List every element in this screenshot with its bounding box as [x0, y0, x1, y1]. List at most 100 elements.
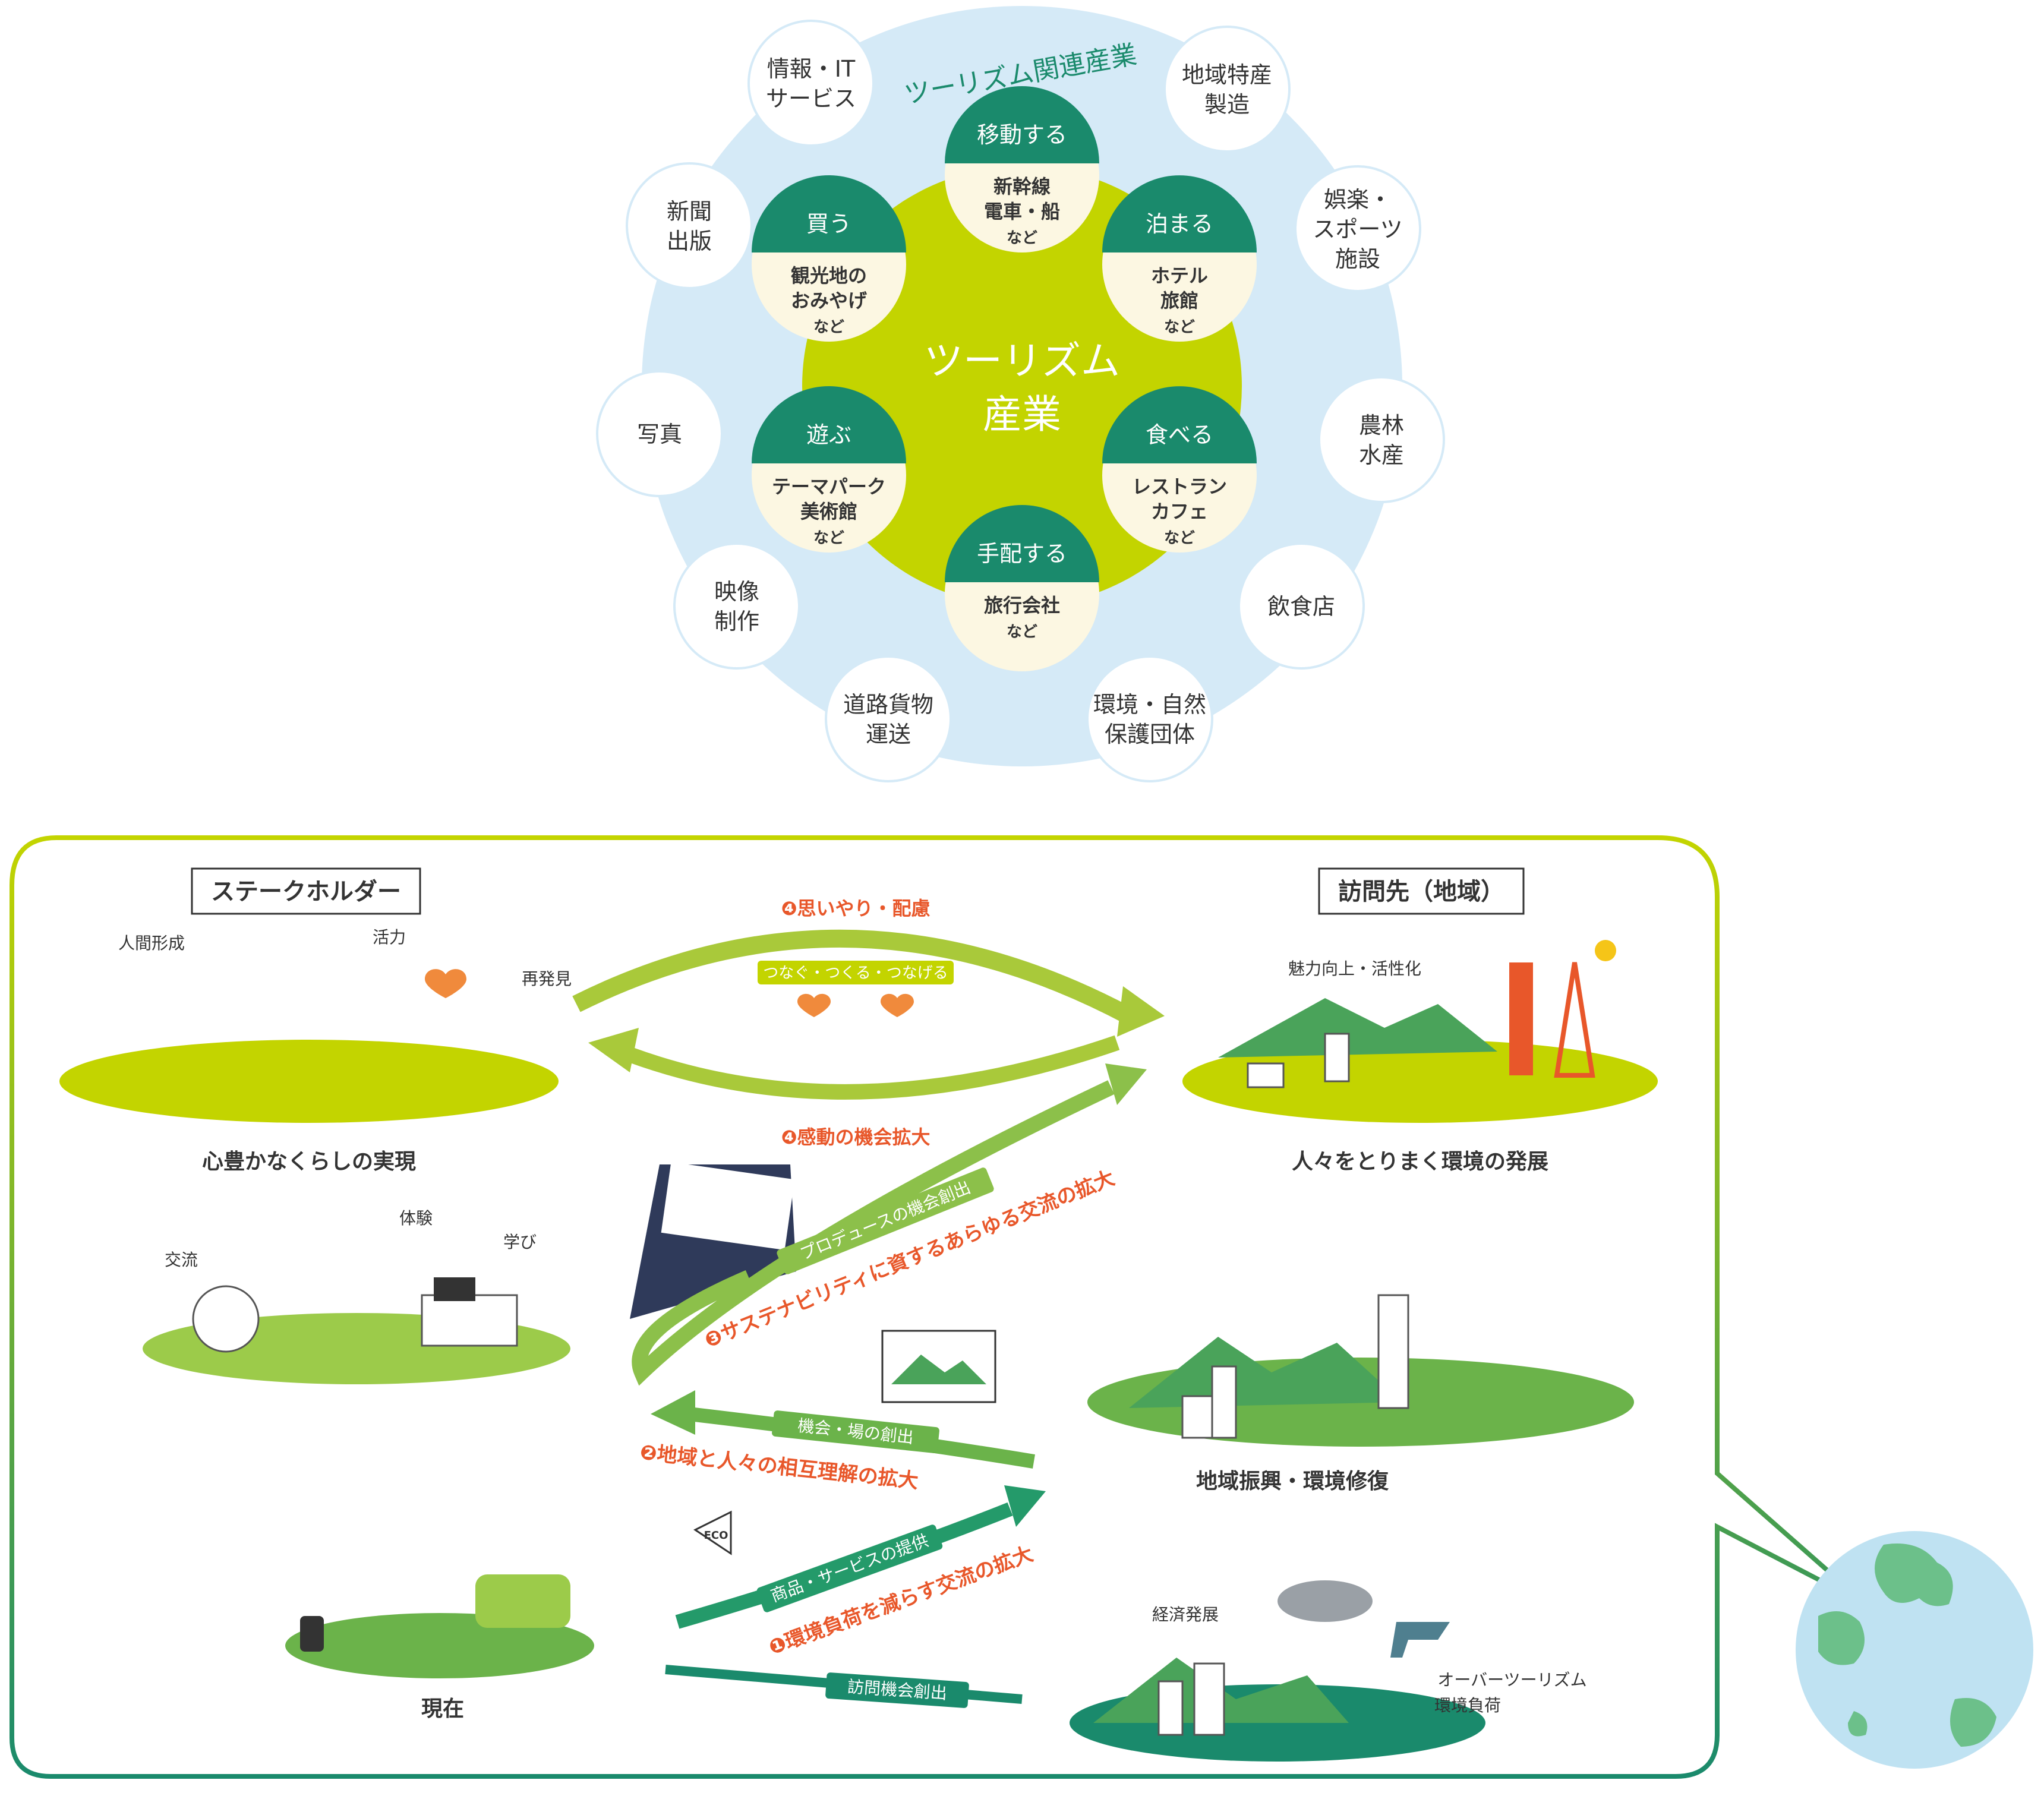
category-line: テーマパーク — [772, 475, 886, 498]
related-industry-label: 地域特産 — [1182, 62, 1272, 88]
ground-present — [285, 1613, 594, 1678]
related-industry-label: 新聞 — [667, 198, 712, 225]
experience-scenery — [192, 1277, 518, 1353]
related-industry-label: 娯楽・ — [1324, 187, 1392, 213]
megaphone-icon: ECO — [693, 1510, 732, 1555]
destination-title-box — [1318, 867, 1525, 915]
category-line: など — [1164, 529, 1195, 547]
label-manabi: 学び — [503, 1232, 537, 1252]
label-consideration: ❹思いやり・配慮 — [781, 897, 930, 920]
related-industry-label: 制作 — [714, 608, 759, 635]
label-saihakken: 再発見 — [522, 969, 572, 989]
arrow-sustainability[interactable] — [632, 1063, 1147, 1386]
present-scenery — [300, 1574, 570, 1652]
related-industry-label: 保護団体 — [1105, 721, 1195, 747]
label-miryoku: 魅力向上・活性化 — [1288, 959, 1421, 979]
ground-destination — [1182, 1040, 1658, 1123]
category-line: など — [1164, 318, 1195, 336]
label-genzai: 現在 — [421, 1697, 464, 1721]
ground-stakeholders — [59, 1040, 559, 1123]
stakeholder-title-box — [191, 867, 421, 915]
storm-cloud-icon — [1278, 1580, 1373, 1622]
core-title-line2: 産業 — [983, 392, 1061, 437]
category-line: 美術館 — [800, 500, 857, 523]
label-mutual-understanding: ❷地域と人々の相互理解の拡大 — [639, 1441, 919, 1494]
category-line: 旅行会社 — [984, 594, 1060, 617]
category-line: レストラン — [1132, 475, 1227, 498]
category-head: 移動する — [977, 122, 1067, 148]
label-environment-load: 環境負荷 — [1434, 1696, 1501, 1715]
svg-text:ECO: ECO — [704, 1529, 728, 1542]
arrow-inspiration[interactable] — [588, 1028, 1120, 1100]
label-taiken: 体験 — [399, 1208, 433, 1228]
destination-scenery — [1218, 940, 1616, 1088]
related-industry-label: サービス — [766, 86, 856, 112]
label-katsuryoku: 活力 — [373, 927, 406, 947]
pill-tsunagu: つなぐ・つくる・つなげる — [758, 961, 954, 984]
category-line: 電車・船 — [984, 200, 1060, 223]
related-industry-label: 環境・自然 — [1093, 692, 1206, 718]
related-industry-label: 映像 — [714, 579, 759, 605]
related-industry-label: 写真 — [637, 421, 682, 447]
related-industry-8: 写真 — [596, 370, 723, 497]
related-industry-label: スポーツ — [1313, 216, 1402, 242]
pill-kikai: 機会・場の創出 — [772, 1410, 939, 1453]
related-industry-label: 農林 — [1359, 412, 1404, 438]
core-title-line1: ツーリズム — [924, 338, 1120, 384]
arrow-consideration[interactable] — [572, 929, 1165, 1037]
related-industry-label: 道路貨物 — [843, 692, 933, 718]
label-kokoro: 心豊かなくらしの実現 — [202, 1150, 416, 1174]
category-head: 手配する — [977, 541, 1067, 567]
related-industry-label: 出版 — [667, 228, 712, 254]
core-categories: 移動する新幹線電車・船など泊まるホテル旅館など食べるレストランカフェなど手配する… — [752, 86, 1257, 671]
category-line: おみやげ — [791, 289, 867, 312]
related-industry-label: 水産 — [1359, 442, 1404, 468]
flow-diagram: ステークホルダー 訪問先（地域） — [10, 835, 2033, 1779]
category-head: 遊ぶ — [806, 422, 851, 448]
related-industry-label: 運送 — [866, 721, 911, 747]
label-chiiki: 地域振興・環境修復 — [1196, 1469, 1389, 1494]
category-line: など — [1007, 623, 1037, 641]
tourism-circle-diagram: ツーリズム関連産業 ツーリズム 産業 移動する新幹線電車・船など泊まるホテル旅館… — [596, 6, 1445, 782]
category-line: など — [813, 529, 844, 547]
category-head: 泊まる — [1146, 211, 1213, 237]
label-koryu: 交流 — [165, 1250, 198, 1270]
heart-icon — [425, 969, 466, 998]
category-line: 旅館 — [1160, 289, 1198, 312]
pill-homon: 訪問機会創出 — [825, 1672, 969, 1708]
category-line: など — [1007, 229, 1037, 247]
destination-title: 訪問先（地域） — [1338, 878, 1504, 905]
heart-icon-2 — [797, 993, 831, 1017]
related-industry-4: 飲食店 — [1238, 542, 1365, 670]
related-industry-label: 情報・IT — [767, 56, 856, 82]
category-head: 買う — [806, 211, 851, 237]
label-jinkan: 人間形成 — [118, 933, 185, 953]
related-industry-label: 飲食店 — [1267, 594, 1335, 620]
heart-icon-3 — [881, 993, 914, 1017]
label-overtourism: オーバーツーリズム — [1437, 1670, 1586, 1690]
related-industry-label: 製造 — [1204, 91, 1250, 118]
category-line: カフェ — [1151, 500, 1208, 523]
label-inspiration: ❹感動の機会拡大 — [781, 1126, 930, 1148]
stakeholder-title: ステークホルダー — [211, 878, 401, 905]
related-industries: 情報・ITサービス地域特産製造娯楽・スポーツ施設農林水産飲食店環境・自然保護団体… — [596, 20, 1445, 782]
tornado-icon — [1390, 1622, 1450, 1658]
category-line: 新幹線 — [993, 175, 1051, 198]
label-keizai: 経済発展 — [1152, 1605, 1219, 1624]
svg-text:つなぐ・つくる・つなげる: つなぐ・つくる・つなげる — [763, 964, 948, 982]
category-line: など — [813, 318, 844, 336]
category-line: 観光地の — [791, 264, 867, 287]
category-head: 食べる — [1146, 422, 1213, 448]
